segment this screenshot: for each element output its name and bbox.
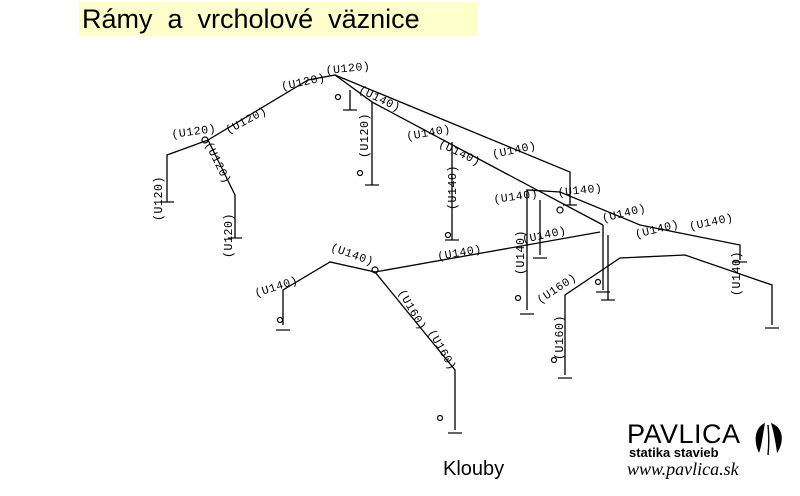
hinge-mark (356, 169, 364, 177)
hinge-mark (550, 356, 558, 364)
hinge-mark (444, 231, 452, 239)
page-title: Rámy a vrcholové väznice (79, 2, 478, 36)
member-label: (U140) (515, 230, 528, 275)
member-label: (U140) (634, 218, 681, 242)
member-label: (U140) (491, 140, 538, 162)
brand-url: www.pavlica.sk (627, 459, 739, 479)
member-label: (U120) (223, 213, 236, 258)
hinge-mark (514, 294, 522, 302)
member-label: (U140) (493, 188, 539, 207)
hinge-mark (371, 266, 379, 274)
frame-back (166, 74, 604, 240)
frame-member (564, 254, 773, 375)
brand-block: PAVLICA statika stavieb www.pavlica.sk (627, 419, 797, 489)
hinge-mark (201, 136, 209, 144)
member-label: (U140) (329, 242, 376, 270)
member-label: (U140) (436, 138, 482, 169)
member-label: (U140) (436, 243, 483, 264)
member-label: (U140) (557, 182, 603, 200)
frame-front (282, 231, 773, 430)
frame-member (526, 189, 741, 310)
member-label: (U140) (601, 202, 648, 226)
frame-member (282, 261, 456, 430)
member-label: (U140) (356, 84, 402, 115)
frame-middle (526, 189, 741, 310)
hinge-mark (334, 93, 342, 101)
hinge-mark (276, 316, 284, 324)
diagram-caption: Klouby (443, 458, 505, 480)
purlin (374, 231, 601, 273)
member-label: (U140) (253, 275, 300, 301)
pavlica-logo-icon (755, 423, 782, 456)
member-labels: (U120) (U120) (U120) (U120) (U120) (U120… (153, 60, 744, 373)
member-label: (U120) (325, 60, 371, 78)
purlin (334, 74, 571, 205)
hinge-mark (594, 278, 602, 286)
member-label: (U120) (171, 123, 217, 142)
member-label: (U120) (359, 113, 372, 158)
member-label: (U140) (688, 212, 735, 234)
member-label: (U120) (224, 105, 270, 138)
member-label: (U120) (153, 176, 166, 221)
brand-name: PAVLICA (627, 419, 741, 449)
hinge-mark (556, 206, 564, 214)
member-label: (U120) (201, 140, 232, 186)
member-label: (U140) (521, 225, 568, 247)
member-label: (U160) (425, 328, 459, 373)
purlin (371, 101, 604, 226)
hinge-mark (436, 414, 444, 422)
member-label: (U160) (395, 288, 429, 333)
member-label: (U160) (554, 315, 567, 360)
brand-subtitle: statika stavieb (629, 445, 719, 460)
member-label: (U140) (731, 251, 744, 296)
supports (160, 93, 779, 434)
member-label: (U140) (447, 165, 460, 210)
member-label: (U120) (280, 72, 327, 94)
